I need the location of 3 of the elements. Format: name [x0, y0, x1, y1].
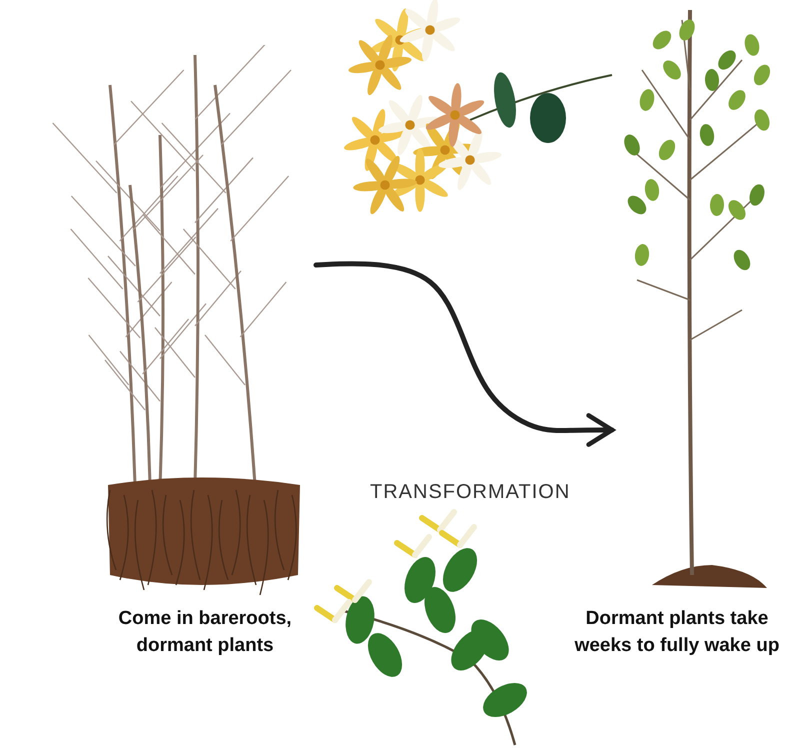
- node-label: Come in bareroots, dormant plants: [117, 607, 293, 658]
- curved-arrow: [314, 261, 614, 447]
- node-label: Dormant plants take weeks to fully wake up: [574, 607, 780, 658]
